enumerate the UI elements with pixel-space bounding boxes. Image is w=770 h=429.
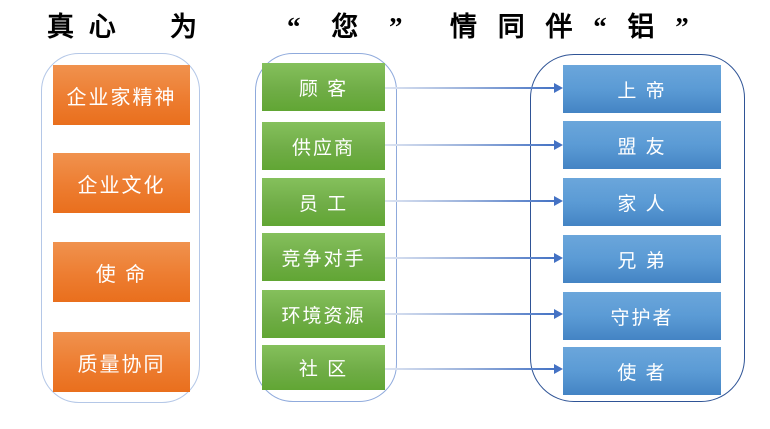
connector-arrow [385, 139, 563, 151]
arrow-head-icon [554, 140, 563, 150]
arrow-head-icon [554, 253, 563, 263]
stakeholder-panel [255, 53, 397, 402]
role-item: 盟 友 [563, 121, 721, 169]
role-item: 使 者 [563, 347, 721, 395]
arrow-line [385, 257, 556, 259]
page-title-segment-4: 情 同 伴 “ 铝 ” [450, 12, 696, 42]
stakeholder-item: 供应商 [262, 122, 385, 170]
arrow-head-icon [554, 364, 563, 374]
stakeholder-item: 社 区 [262, 345, 385, 390]
connector-arrow [385, 363, 563, 375]
culture-item: 使 命 [53, 242, 190, 302]
stakeholder-item: 竞争对手 [262, 233, 385, 281]
role-item: 守护者 [563, 292, 721, 340]
arrow-line [385, 144, 556, 146]
stakeholder-item: 员 工 [262, 178, 385, 226]
arrow-line [385, 87, 556, 89]
connector-arrow [385, 82, 563, 94]
connector-arrow [385, 252, 563, 264]
culture-item: 企业文化 [53, 153, 190, 213]
page-title-segment-3: “ 您 ” [287, 12, 415, 42]
arrow-line [385, 368, 556, 370]
culture-item: 企业家精神 [53, 65, 190, 125]
stakeholder-item: 顾 客 [262, 63, 385, 111]
connector-arrow [385, 195, 563, 207]
connector-arrow [385, 308, 563, 320]
culture-item: 质量协同 [53, 332, 190, 392]
arrow-line [385, 313, 556, 315]
arrow-head-icon [554, 196, 563, 206]
arrow-head-icon [554, 83, 563, 93]
arrow-head-icon [554, 309, 563, 319]
role-item: 家 人 [563, 178, 721, 226]
page-title-segment-1: 真 心 [47, 12, 120, 42]
stakeholder-item: 环境资源 [262, 290, 385, 338]
role-item: 上 帝 [563, 65, 721, 113]
arrow-line [385, 200, 556, 202]
role-item: 兄 弟 [563, 235, 721, 283]
page-title-segment-2: 为 [170, 12, 197, 42]
